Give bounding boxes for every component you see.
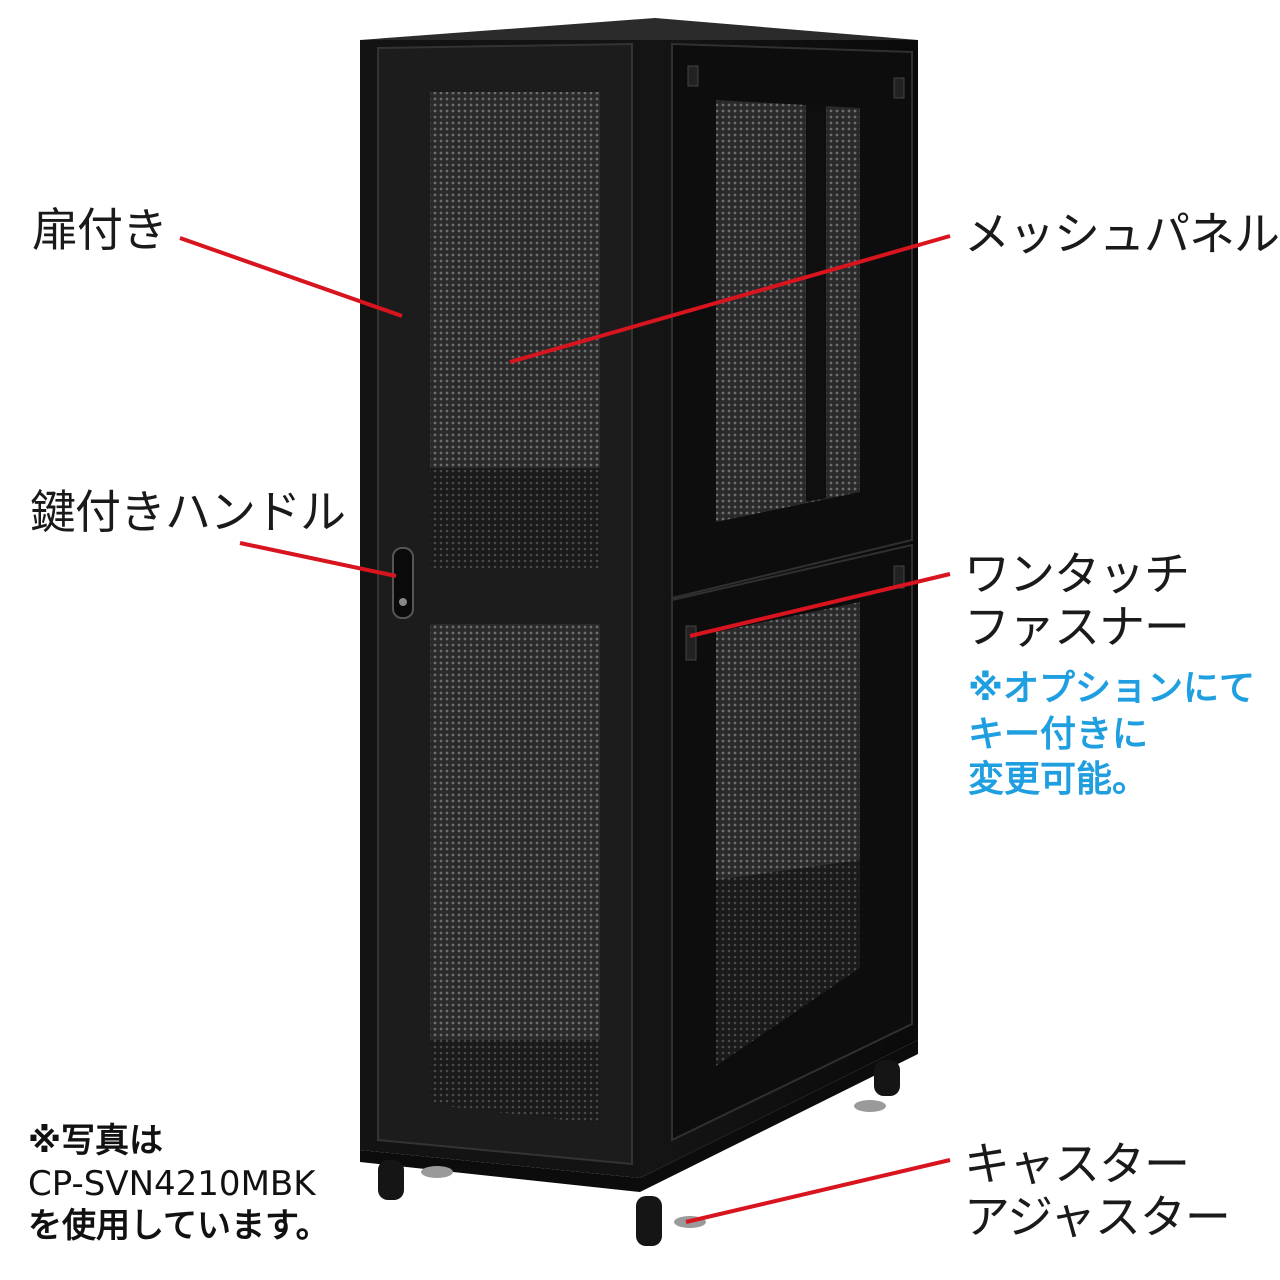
option-note-line3: 変更可能。 bbox=[968, 759, 1149, 801]
door-mesh-upper bbox=[430, 92, 600, 568]
caster-icon bbox=[378, 1060, 900, 1246]
mesh-panel-label: メッシュパネル bbox=[964, 207, 1280, 261]
fastener-icon bbox=[685, 625, 697, 661]
cabinet-top bbox=[360, 18, 918, 46]
option-note-line1: ※オプションにて bbox=[968, 668, 1255, 709]
leader-line-caster bbox=[685, 1158, 951, 1224]
photo-note-line3: を使用しています。 bbox=[28, 1206, 330, 1246]
key-handle-icon bbox=[392, 547, 414, 619]
caster-label: キャスター アジャスター bbox=[964, 1137, 1231, 1244]
leader-line-fastener bbox=[689, 572, 951, 638]
photo-note-line2: CP-SVN4210MBK bbox=[28, 1163, 316, 1204]
option-note: ※オプションにて キー付きに 変更可能。 bbox=[968, 666, 1255, 803]
photo-note: ※写真は CP-SVN4210MBK を使用しています。 bbox=[28, 1120, 330, 1248]
leader-line-handle bbox=[239, 541, 397, 578]
fastener-label-line1: ワンタッチ bbox=[964, 547, 1190, 601]
key-handle-label: 鍵付きハンドル bbox=[30, 485, 346, 539]
caster-label-line1: キャスター bbox=[964, 1137, 1190, 1191]
leader-line-door bbox=[179, 236, 403, 318]
fastener-label: ワンタッチ ファスナー bbox=[964, 547, 1190, 654]
caster-label-line2: アジャスター bbox=[964, 1189, 1231, 1244]
fastener-label-line2: ファスナー bbox=[964, 599, 1190, 654]
leader-line-mesh bbox=[509, 234, 951, 364]
option-note-line2: キー付きに bbox=[968, 713, 1149, 755]
door-mesh-lower bbox=[430, 624, 600, 1124]
door-label: 扉付き bbox=[32, 203, 168, 257]
photo-note-line1: ※写真は bbox=[28, 1121, 164, 1161]
